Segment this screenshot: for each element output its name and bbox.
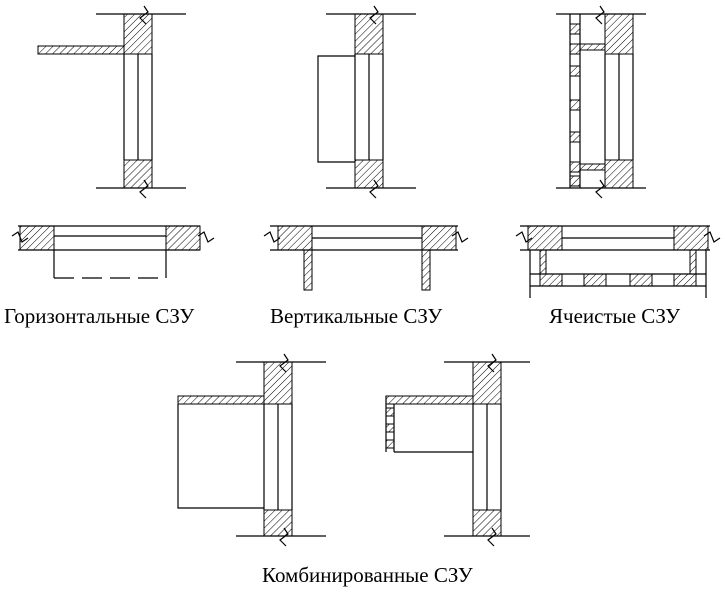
horizontal-section-drawing xyxy=(37,5,186,199)
combined-section-drawing-2 xyxy=(385,353,530,547)
caption-combined: Комбинированные СЗУ xyxy=(262,563,473,587)
caption-cellular: Ячеистые СЗУ xyxy=(549,304,681,328)
horizontal-plan-drawing xyxy=(11,225,215,279)
caption-vertical: Вертикальные СЗУ xyxy=(270,304,443,328)
cellular-plan-drawing xyxy=(515,225,721,298)
vertical-section-drawing xyxy=(317,5,416,199)
combined-section-drawing-1 xyxy=(177,353,326,547)
cellular-section-drawing xyxy=(556,5,646,199)
caption-horizontal: Горизонтальные СЗУ xyxy=(4,304,195,328)
vertical-plan-drawing xyxy=(263,225,469,291)
